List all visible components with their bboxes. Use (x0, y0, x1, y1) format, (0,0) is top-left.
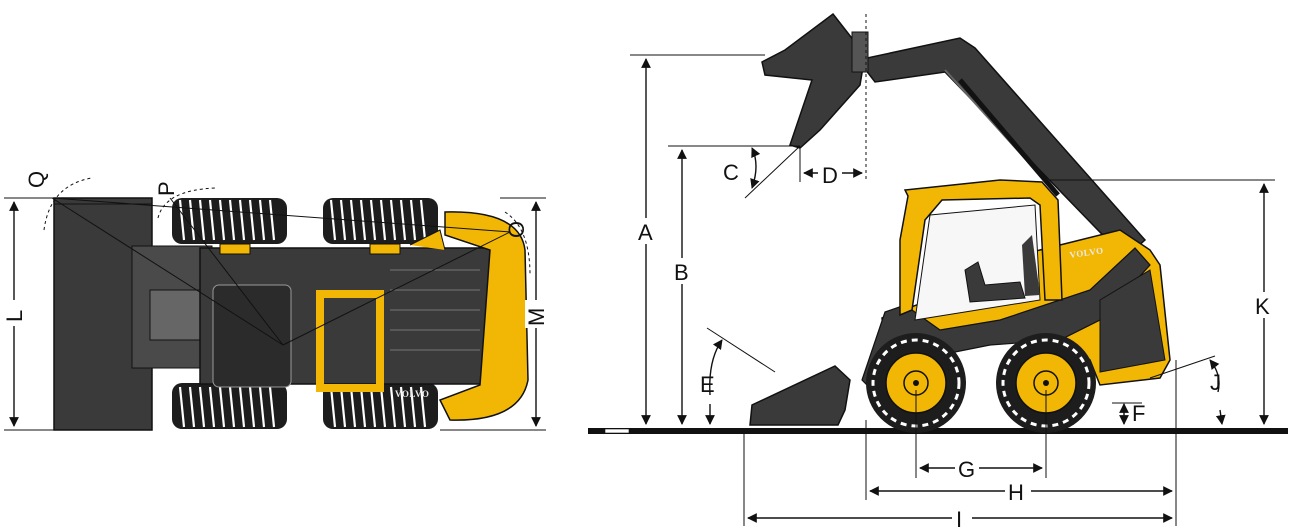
top-view-brand: VOLVO (395, 389, 429, 399)
label-k: K (1255, 294, 1270, 319)
label-d: D (822, 163, 838, 188)
raised-bucket (761, 12, 866, 149)
label-j: J (1210, 370, 1221, 395)
top-view: VOLVO Q P O L M (2, 171, 549, 431)
top-view-turning-lines (51, 197, 511, 346)
label-q: Q (24, 171, 49, 188)
label-f: F (1132, 401, 1145, 426)
label-a: A (638, 220, 653, 245)
side-view: VOLVO (588, 12, 1288, 532)
operator-seat (964, 261, 1026, 303)
label-o: O (504, 221, 529, 238)
label-e: E (700, 372, 715, 397)
label-b: B (674, 260, 689, 285)
arc-q (43, 177, 93, 231)
side-view-brand: VOLVO (1069, 245, 1104, 260)
front-wheel (866, 333, 966, 433)
arc-p (157, 187, 216, 219)
cab-frame (899, 179, 1063, 317)
label-m: M (524, 308, 549, 326)
label-p: P (154, 181, 179, 196)
label-g: G (958, 457, 975, 482)
label-h: H (1008, 480, 1024, 505)
lowered-bucket (749, 365, 851, 426)
arc-o (504, 211, 531, 276)
label-c: C (723, 160, 739, 185)
rear-wheel (996, 333, 1096, 433)
top-view-cab-roof (212, 284, 292, 388)
label-l: L (2, 310, 27, 322)
label-i: I (956, 507, 962, 532)
top-view-rear-counterweight (438, 211, 529, 421)
ground-line (588, 428, 1288, 434)
